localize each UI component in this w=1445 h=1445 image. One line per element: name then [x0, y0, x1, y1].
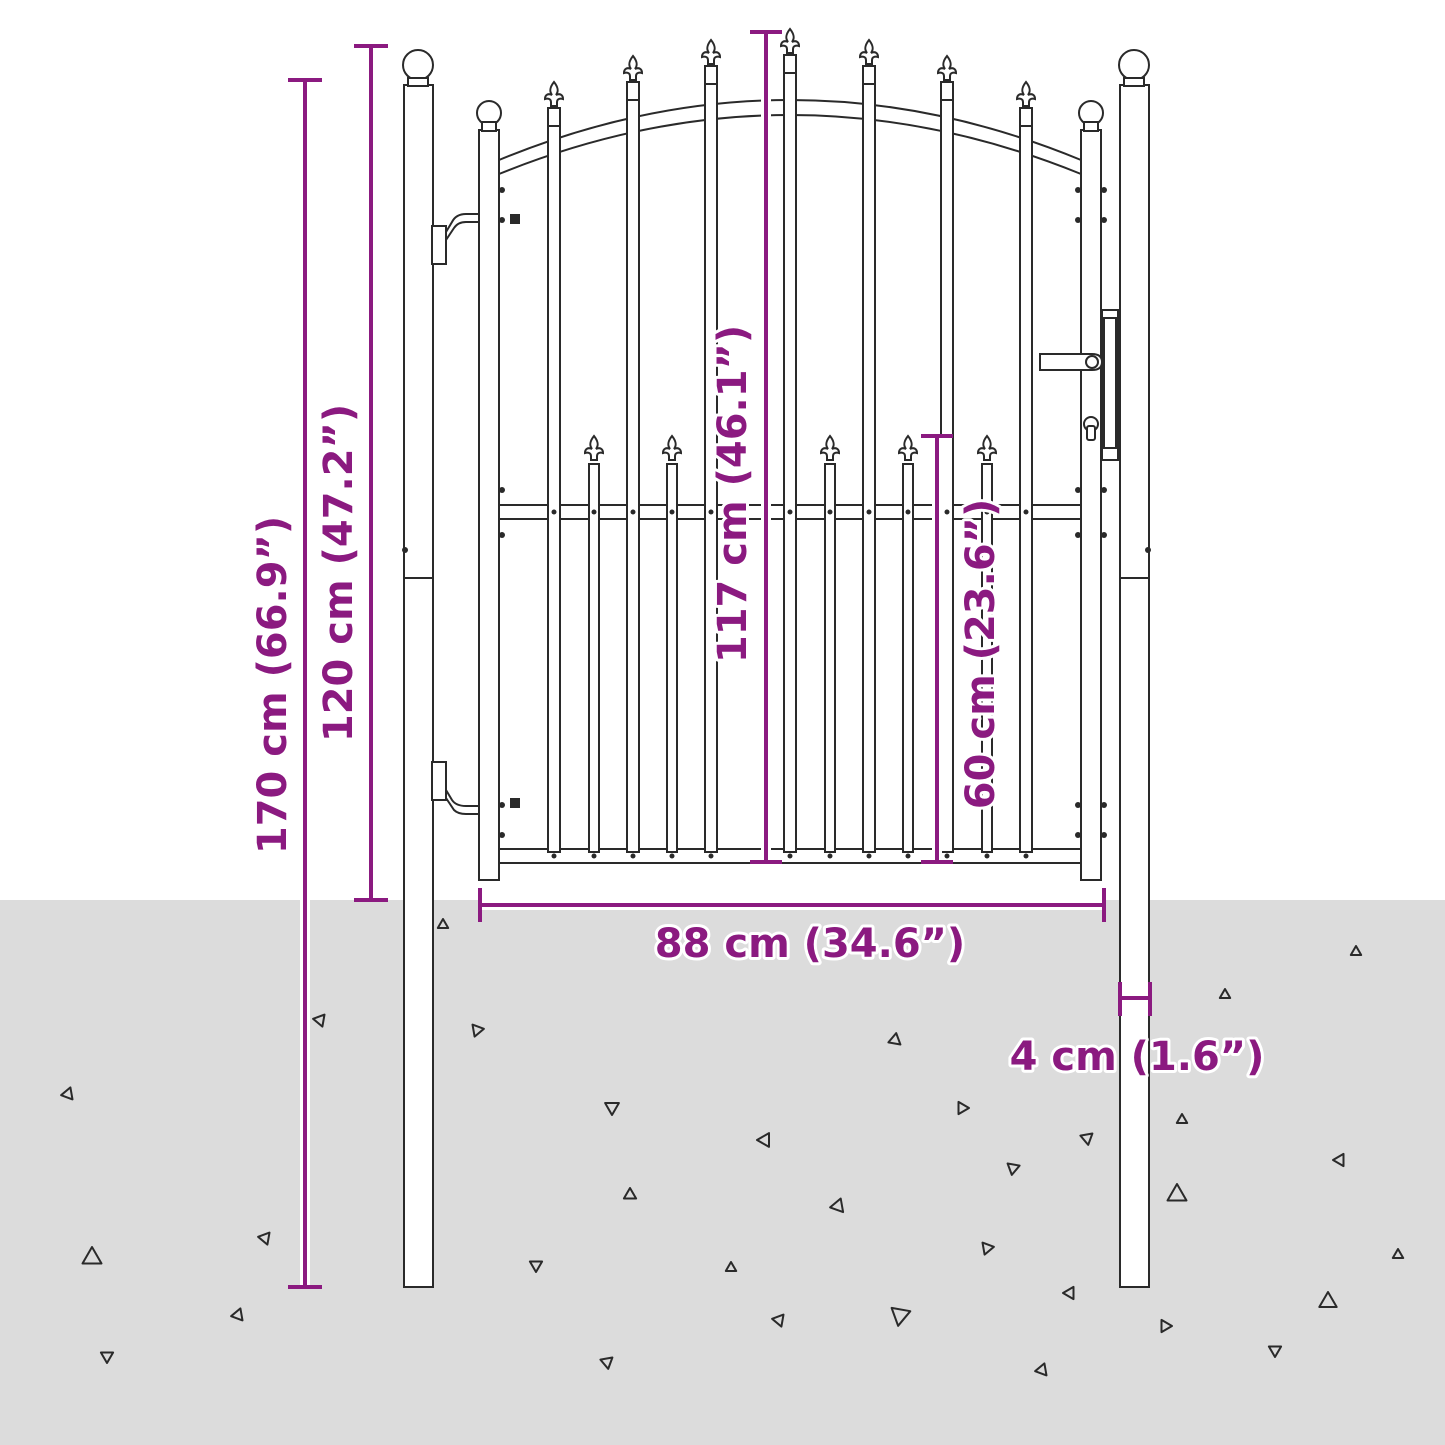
pebble-icon [528, 1260, 544, 1273]
pebble-icon [1166, 1183, 1188, 1202]
pebble-icon [599, 1356, 614, 1370]
spear-finial-icon [976, 434, 998, 461]
spear-finial-icon [858, 38, 880, 65]
tall-bar [1015, 80, 1037, 859]
tall-bar [779, 27, 801, 859]
tall-bar [936, 54, 958, 859]
door-handle [1039, 353, 1104, 371]
dim-60-line [921, 434, 953, 864]
background [0, 0, 1445, 900]
pebble-icon [1349, 945, 1363, 956]
pebble-icon [771, 1313, 785, 1328]
dim-4-line [1118, 982, 1152, 1016]
post-width-label: 4 cm (1.6”) [1010, 1034, 1265, 1080]
total-height-label: 170 cm (66.9”) [250, 516, 296, 854]
spear-finial-icon [700, 38, 722, 65]
pebble-icon [471, 1023, 485, 1038]
pebble-icon [1267, 1345, 1283, 1358]
pebble-icon [1006, 1162, 1021, 1176]
pebble-icon [604, 1102, 620, 1116]
short-bar [976, 434, 998, 859]
pebble-icon [230, 1307, 244, 1322]
pebble-icon [957, 1100, 970, 1116]
pebble-icon [312, 1013, 326, 1028]
dim-117-line [750, 30, 782, 864]
gate-width-label: 88 cm (34.6”) [655, 921, 965, 967]
pebble-icon [1175, 1113, 1189, 1124]
pebble-icon [1218, 988, 1232, 999]
right-post [1118, 49, 1150, 1288]
gate-bars [543, 27, 1037, 859]
pebble-icon [60, 1086, 74, 1101]
pebble-icon [1332, 1152, 1345, 1168]
pebble-icon [99, 1351, 115, 1364]
short-bar [897, 434, 919, 859]
pebble-icon [981, 1241, 995, 1256]
tall-bar [622, 54, 644, 859]
ground-pebbles [60, 918, 1405, 1377]
tall-bar [858, 38, 880, 859]
spear-finial-icon [936, 54, 958, 81]
short-bar [583, 434, 605, 859]
short-bar [819, 434, 841, 859]
pebble-icon [622, 1187, 638, 1200]
short-bar [661, 434, 683, 859]
dim-170-line [288, 78, 322, 1289]
pebble-icon [436, 918, 450, 929]
lower-spear-height-label: 60 cm (23.6”) [958, 499, 1004, 809]
tall-bar [543, 80, 565, 859]
spear-finial-icon [661, 434, 683, 461]
spear-finial-icon [583, 434, 605, 461]
pebble-icon [887, 1032, 902, 1046]
keyhole-cylinder [1083, 416, 1099, 441]
dim-88-line [478, 888, 1106, 922]
ground [0, 900, 1445, 1445]
gate-height-label: 120 cm (47.2”) [316, 404, 362, 742]
spear-finial-icon [1015, 80, 1037, 107]
pebble-icon [829, 1197, 845, 1214]
center-height-label: 117 cm (46.1”) [710, 325, 756, 663]
pebble-icon [1062, 1285, 1075, 1301]
pebble-icon [890, 1306, 912, 1327]
top-hinge [431, 213, 520, 265]
pebble-icon [724, 1261, 738, 1272]
dim-120-line [354, 44, 388, 902]
lock-plate [1101, 309, 1119, 461]
left-post [402, 49, 434, 1288]
pebble-icon [1034, 1362, 1048, 1377]
pebble-icon [1160, 1318, 1173, 1334]
spear-finial-icon [779, 27, 801, 54]
spear-finial-icon [622, 54, 644, 81]
spear-finial-icon [897, 434, 919, 461]
tall-bar [700, 38, 722, 859]
pebble-icon [257, 1231, 271, 1246]
pebble-icon [1391, 1248, 1405, 1259]
bottom-hinge [431, 761, 520, 815]
pebble-icon [81, 1246, 103, 1265]
pebble-icon [1318, 1291, 1338, 1308]
spear-finial-icon [543, 80, 565, 107]
pebble-icon [1079, 1132, 1094, 1146]
spear-finial-icon [819, 434, 841, 461]
pebble-icon [756, 1132, 770, 1148]
